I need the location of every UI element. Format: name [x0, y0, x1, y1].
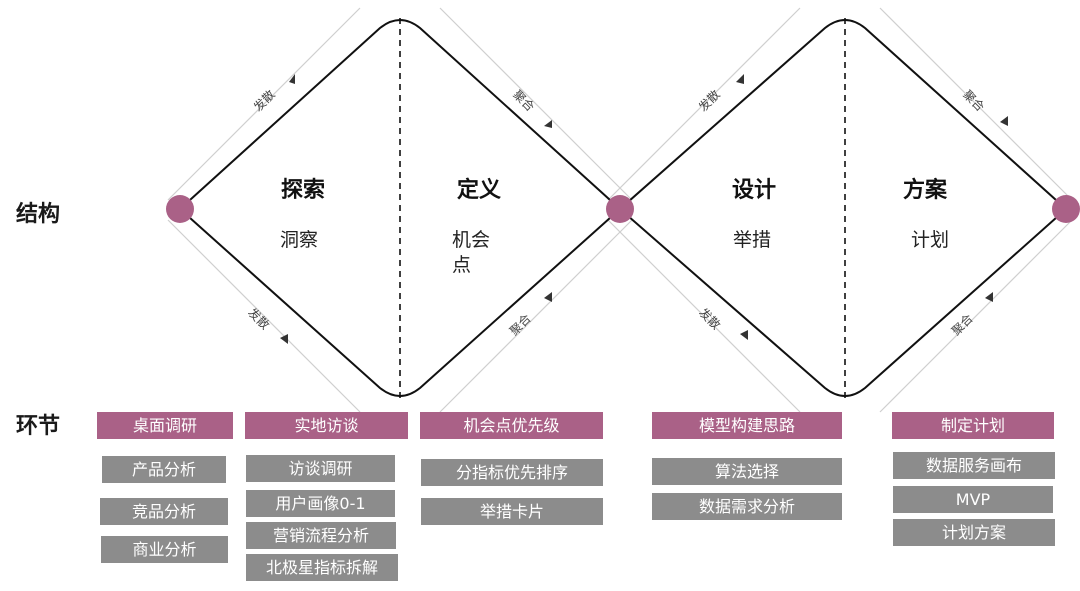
- arrow-marker-2: [544, 120, 552, 128]
- guide-diamond-1-top: [167, 7, 361, 201]
- phase-sub-explore: 洞察: [280, 229, 319, 251]
- phase-title-plan: 方案: [903, 178, 948, 203]
- arrow-marker-8: [985, 292, 993, 302]
- stage-item: 分指标优先排序: [421, 459, 603, 486]
- guide-diamond-1-bottom: [167, 219, 361, 413]
- stage-item: 计划方案: [893, 519, 1055, 546]
- row-label-structure: 结构: [16, 202, 61, 227]
- node-start: [166, 195, 194, 223]
- arrow-marker-5: [280, 334, 288, 344]
- stage-item: 访谈调研: [246, 455, 395, 482]
- stage-item: 北极星指标拆解: [246, 554, 398, 581]
- guide-diamond-2-bottom: [607, 219, 801, 413]
- stage-item: 营销流程分析: [246, 522, 396, 549]
- node-middle: [606, 195, 634, 223]
- stage-item: 用户画像0-1: [246, 490, 395, 517]
- guide-lines: [167, 7, 1073, 413]
- arrow-marker-1: [289, 74, 295, 84]
- guide-diamond-2-bottom-right: [879, 219, 1073, 413]
- phase-sub-plan: 计划: [911, 229, 950, 251]
- arrow-marker-7: [740, 330, 748, 340]
- stage-item: 数据服务画布: [893, 452, 1055, 479]
- stage-header-model-building: 模型构建思路: [652, 412, 842, 439]
- phase-sub-design: 举措: [733, 229, 772, 251]
- row-label-stages: 环节: [16, 414, 61, 439]
- node-end: [1052, 195, 1080, 223]
- guide-diamond-2-top-right: [879, 7, 1073, 201]
- phase-sub-define: 机会点: [452, 229, 491, 276]
- arrow-marker-4: [1000, 116, 1008, 126]
- guide-diamond-1-top-right: [439, 7, 633, 201]
- guide-diamond-2-top: [607, 7, 801, 201]
- phase-title-design: 设计: [732, 178, 777, 203]
- stage-item: 商业分析: [101, 536, 228, 563]
- arrow-marker-3: [736, 74, 744, 84]
- stage-header-make-plan: 制定计划: [892, 412, 1054, 439]
- guide-diamond-1-bottom-right: [439, 219, 633, 413]
- stage-header-opportunity-priority: 机会点优先级: [420, 412, 603, 439]
- phase-title-define: 定义: [457, 178, 502, 203]
- phase-title-explore: 探索: [281, 178, 326, 203]
- stage-item: 竞品分析: [100, 498, 228, 525]
- stage-header-desk-research: 桌面调研: [97, 412, 233, 439]
- stage-item: MVP: [893, 486, 1053, 513]
- diamond-right-outline: [619, 19, 1067, 397]
- stage-item: 举措卡片: [421, 498, 603, 525]
- stage-item: 数据需求分析: [652, 493, 842, 520]
- stage-header-field-interview: 实地访谈: [245, 412, 408, 439]
- stage-item: 算法选择: [652, 458, 842, 485]
- stage-item: 产品分析: [102, 456, 226, 483]
- arrow-marker-6: [544, 292, 552, 302]
